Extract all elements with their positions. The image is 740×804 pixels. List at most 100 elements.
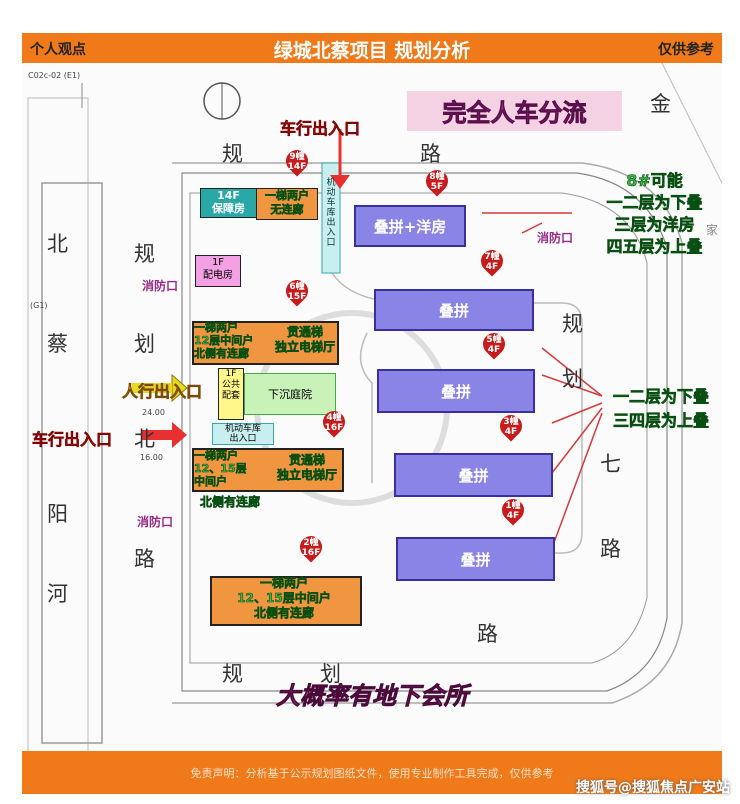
marker-suffix: 幢	[295, 152, 305, 162]
fire-exit-label-2: 消防口	[537, 231, 574, 245]
site-plan: 完全人车分流 车行出入口 人行出入口 车行出入口 消防口 消防口 消防口 规 路…	[22, 63, 722, 751]
footer-bar: 免责声明：分析基于公示规划图纸文件，使用专业制作工具完成，仅供参考	[22, 751, 722, 794]
stacked-villa-floor-note: 一二层为下叠 三四层为上叠	[600, 385, 722, 433]
building-6-note-2: 贯通梯 独立电梯厅	[274, 325, 336, 355]
river-label: 阳	[47, 502, 68, 526]
marker-number: 4	[326, 413, 333, 423]
marker-floors: 5F	[430, 182, 444, 192]
marker-number: 3	[503, 417, 510, 427]
note-line: 一二层为下叠	[606, 193, 703, 213]
road-label: 路	[420, 142, 441, 166]
sunken-courtyard: 下沉庭院	[244, 373, 336, 415]
road-label: 路	[477, 622, 498, 646]
building-4-corridor: 北侧有连廊	[200, 495, 261, 510]
site-lines	[22, 63, 722, 751]
marker-number: 8	[429, 172, 436, 182]
marker-suffix: 幢	[492, 335, 502, 345]
power-room: 1F 配电房	[195, 255, 241, 287]
marker-number: 7	[484, 252, 491, 262]
river-label: 河	[47, 582, 68, 606]
marker-floors: 4F	[487, 345, 501, 355]
marker-suffix: 幢	[309, 538, 319, 548]
marker-floors: 4F	[504, 427, 518, 437]
building-9-note: 一梯两户 无连廊	[256, 188, 318, 220]
marker-number: 2	[303, 538, 310, 548]
watermark-text: 搜狐号@搜狐焦点广安站	[576, 780, 730, 796]
dimension-label: 16.00	[140, 453, 163, 462]
building-2	[210, 576, 362, 626]
note-line: 8#可能	[626, 171, 683, 191]
building-6-note: 一梯两户 12层中间户 北侧有连廊	[194, 321, 254, 361]
road-label: 金	[650, 92, 671, 116]
building-3: 叠拼	[394, 453, 553, 497]
disclaimer-text: 免责声明：分析基于公示规划图纸文件，使用专业制作工具完成，仅供参考	[190, 767, 554, 780]
note-line: 四五层为上叠	[606, 237, 703, 257]
building-8: 叠拼+洋房	[354, 205, 466, 247]
building-4	[192, 448, 344, 492]
marker-suffix: 幢	[295, 282, 305, 292]
building-8-floor-note: 8#可能 一二层为下叠 三层为洋房 四五层为上叠	[587, 170, 722, 258]
marker-floors: 14F	[287, 162, 307, 172]
fire-exit-label-3: 消防口	[137, 515, 174, 529]
clubhouse-note: 大概率有地下会所	[276, 682, 469, 711]
page-title: 绿城北蔡项目 规划分析	[273, 40, 471, 62]
header-left-text: 个人观点	[30, 42, 86, 58]
marker-suffix: 幢	[509, 417, 519, 427]
building-4-note: 一梯两户 12、15层 中间户	[194, 449, 247, 489]
garage-entrance-top: 机 动 车 库 出 入 口	[326, 178, 336, 248]
river-label: 蔡	[47, 332, 68, 356]
marker-suffix: 幢	[490, 252, 500, 262]
note-line: 三四层为上叠	[612, 411, 710, 431]
note-line: 一二层为下叠	[612, 387, 710, 407]
note-line: 三层为洋房	[614, 215, 695, 235]
marker-suffix: 幢	[511, 501, 521, 511]
road-label: 规	[562, 312, 583, 336]
plot-code: C02c-02 (E1)	[28, 71, 81, 80]
plot-code-g1: (G1)	[30, 301, 48, 310]
header-right-text: 仅供参考	[658, 42, 714, 58]
marker-floors: 16F	[324, 423, 344, 433]
marker-number: 1	[505, 501, 512, 511]
marker-suffix: 幢	[435, 172, 445, 182]
road-label: 北	[134, 427, 155, 451]
pedestrian-entrance-label: 人行出入口	[122, 382, 203, 402]
building-7: 叠拼	[374, 289, 534, 331]
building-2-note: 一梯两户 12、15层中间户 北侧有连廊	[237, 576, 331, 621]
marker-floors: 15F	[287, 292, 307, 302]
marker-floors: 4F	[506, 511, 520, 521]
marker-floors: 4F	[485, 262, 499, 272]
road-label: 划	[320, 662, 341, 686]
marker-floors: 16F	[301, 548, 321, 558]
banner-text: 完全人车分流	[442, 99, 587, 128]
road-label: 家	[706, 223, 719, 237]
car-entrance-top-label: 车行出入口	[280, 119, 361, 139]
building-4-note-2: 贯通梯 独立电梯厅	[276, 453, 338, 483]
fire-exit-label-1: 消防口	[142, 279, 179, 293]
road-label: 划	[562, 367, 583, 391]
building-5: 叠拼	[377, 369, 535, 413]
road-label: 七	[600, 452, 621, 476]
building-1: 叠拼	[396, 537, 555, 581]
marker-suffix: 幢	[332, 413, 342, 423]
building-9: 14F 保障房	[200, 188, 257, 218]
road-label: 规	[222, 662, 243, 686]
road-label: 规	[222, 142, 243, 166]
road-label: 路	[134, 547, 155, 571]
marker-number: 9	[289, 152, 296, 162]
car-entrance-left-label: 车行出入口	[32, 430, 113, 450]
marker-number: 5	[486, 335, 493, 345]
road-label: 划	[134, 332, 155, 356]
header-bar: 个人观点 绿城北蔡项目 规划分析 仅供参考	[22, 33, 722, 63]
road-label: 路	[600, 537, 621, 561]
garage-entrance: 机动车库 出入口	[212, 423, 274, 445]
public-facility: 1F 公共 配套	[218, 368, 244, 420]
